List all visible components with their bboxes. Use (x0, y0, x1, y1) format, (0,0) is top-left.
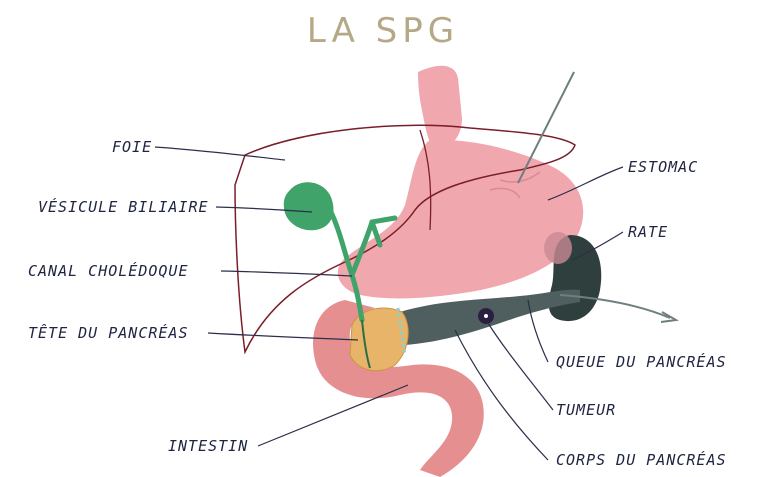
leader-canal (221, 271, 352, 276)
label-tumeur: TUMEUR (556, 401, 616, 419)
leader-intestin (258, 385, 408, 446)
leader-tumeur (488, 323, 553, 410)
label-foie: FOIE (112, 138, 152, 156)
label-rate: RATE (628, 223, 668, 241)
label-tete: TÊTE DU PANCRÉAS (28, 323, 189, 342)
spleen-stomach-overlap (544, 232, 572, 264)
label-estomac: ESTOMAC (628, 158, 698, 176)
label-vesicule: VÉSICULE BILIAIRE (38, 197, 209, 216)
pancreas-head (350, 308, 408, 371)
esophagus (418, 66, 462, 150)
gallbladder (284, 182, 334, 230)
diagram-title: LA SPG (307, 11, 459, 51)
label-canal: CANAL CHOLÉDOQUE (28, 261, 189, 280)
tumor-center (484, 314, 488, 318)
label-corps: CORPS DU PANCRÉAS (556, 450, 727, 469)
label-intestin: INTESTIN (168, 437, 248, 455)
leader-foie (155, 147, 285, 160)
label-queue: QUEUE DU PANCRÉAS (556, 352, 727, 371)
